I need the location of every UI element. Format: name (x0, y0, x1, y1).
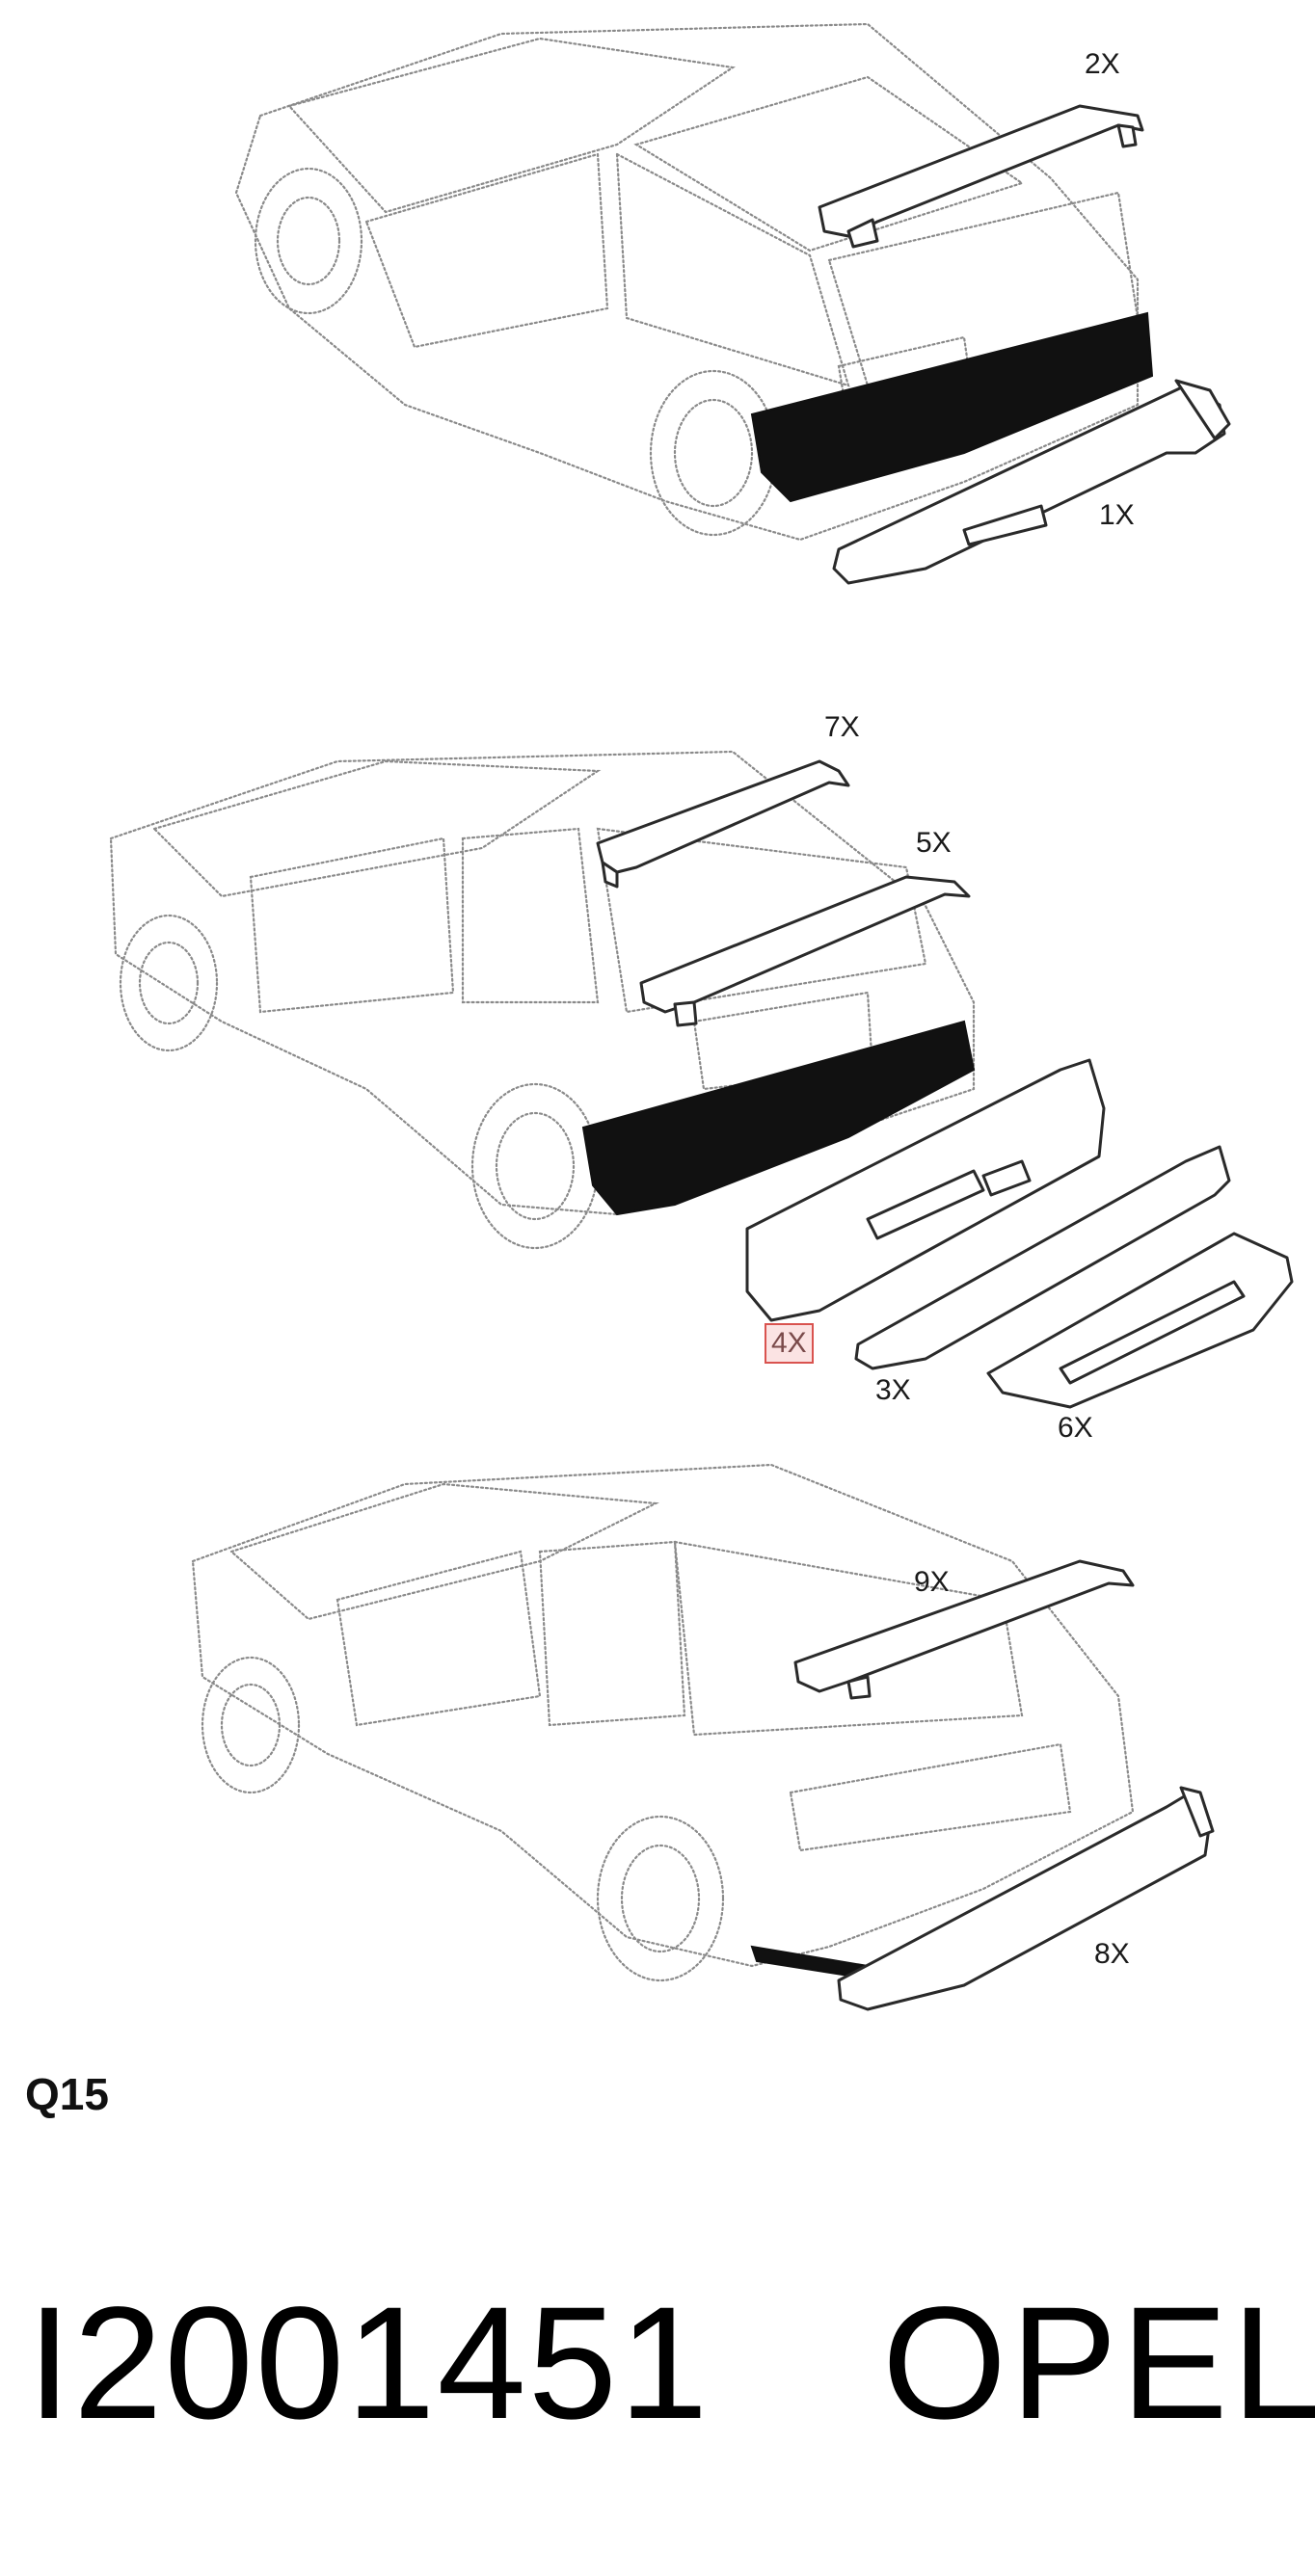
callout-6x: 6X (1058, 1412, 1093, 1444)
part-9x-roof-spoiler (793, 1559, 1135, 1700)
callout-3x: 3X (875, 1374, 911, 1406)
part-number: I2001451 (27, 2274, 711, 2453)
part-3x-rear-bumper (854, 1145, 1231, 1370)
part-4x-rear-bumper (745, 1058, 1106, 1322)
callout-4x: 4X (765, 1323, 814, 1364)
callout-1x: 1X (1099, 499, 1135, 531)
part-6x-rear-bumper (986, 1232, 1294, 1409)
brand-name: OPEL (882, 2274, 1315, 2453)
part-1x-rear-bumper (832, 379, 1231, 585)
part-7x-roof-spoiler (596, 759, 850, 889)
car-middle-5door (109, 750, 976, 1250)
car-bottom-5door (191, 1463, 1135, 1982)
callout-5x: 5X (916, 827, 952, 859)
callout-7x: 7X (824, 711, 860, 743)
callout-9x: 9X (914, 1566, 950, 1598)
part-2x-roof-spoiler (818, 104, 1144, 249)
part-5x-roof-spoiler (639, 875, 971, 1027)
part-8x-rear-bumper (837, 1786, 1215, 2011)
callout-8x: 8X (1094, 1938, 1130, 1970)
callout-2x: 2X (1085, 48, 1120, 80)
car-top-3door (234, 22, 1154, 542)
diagram-code: Q15 (25, 2069, 109, 2119)
